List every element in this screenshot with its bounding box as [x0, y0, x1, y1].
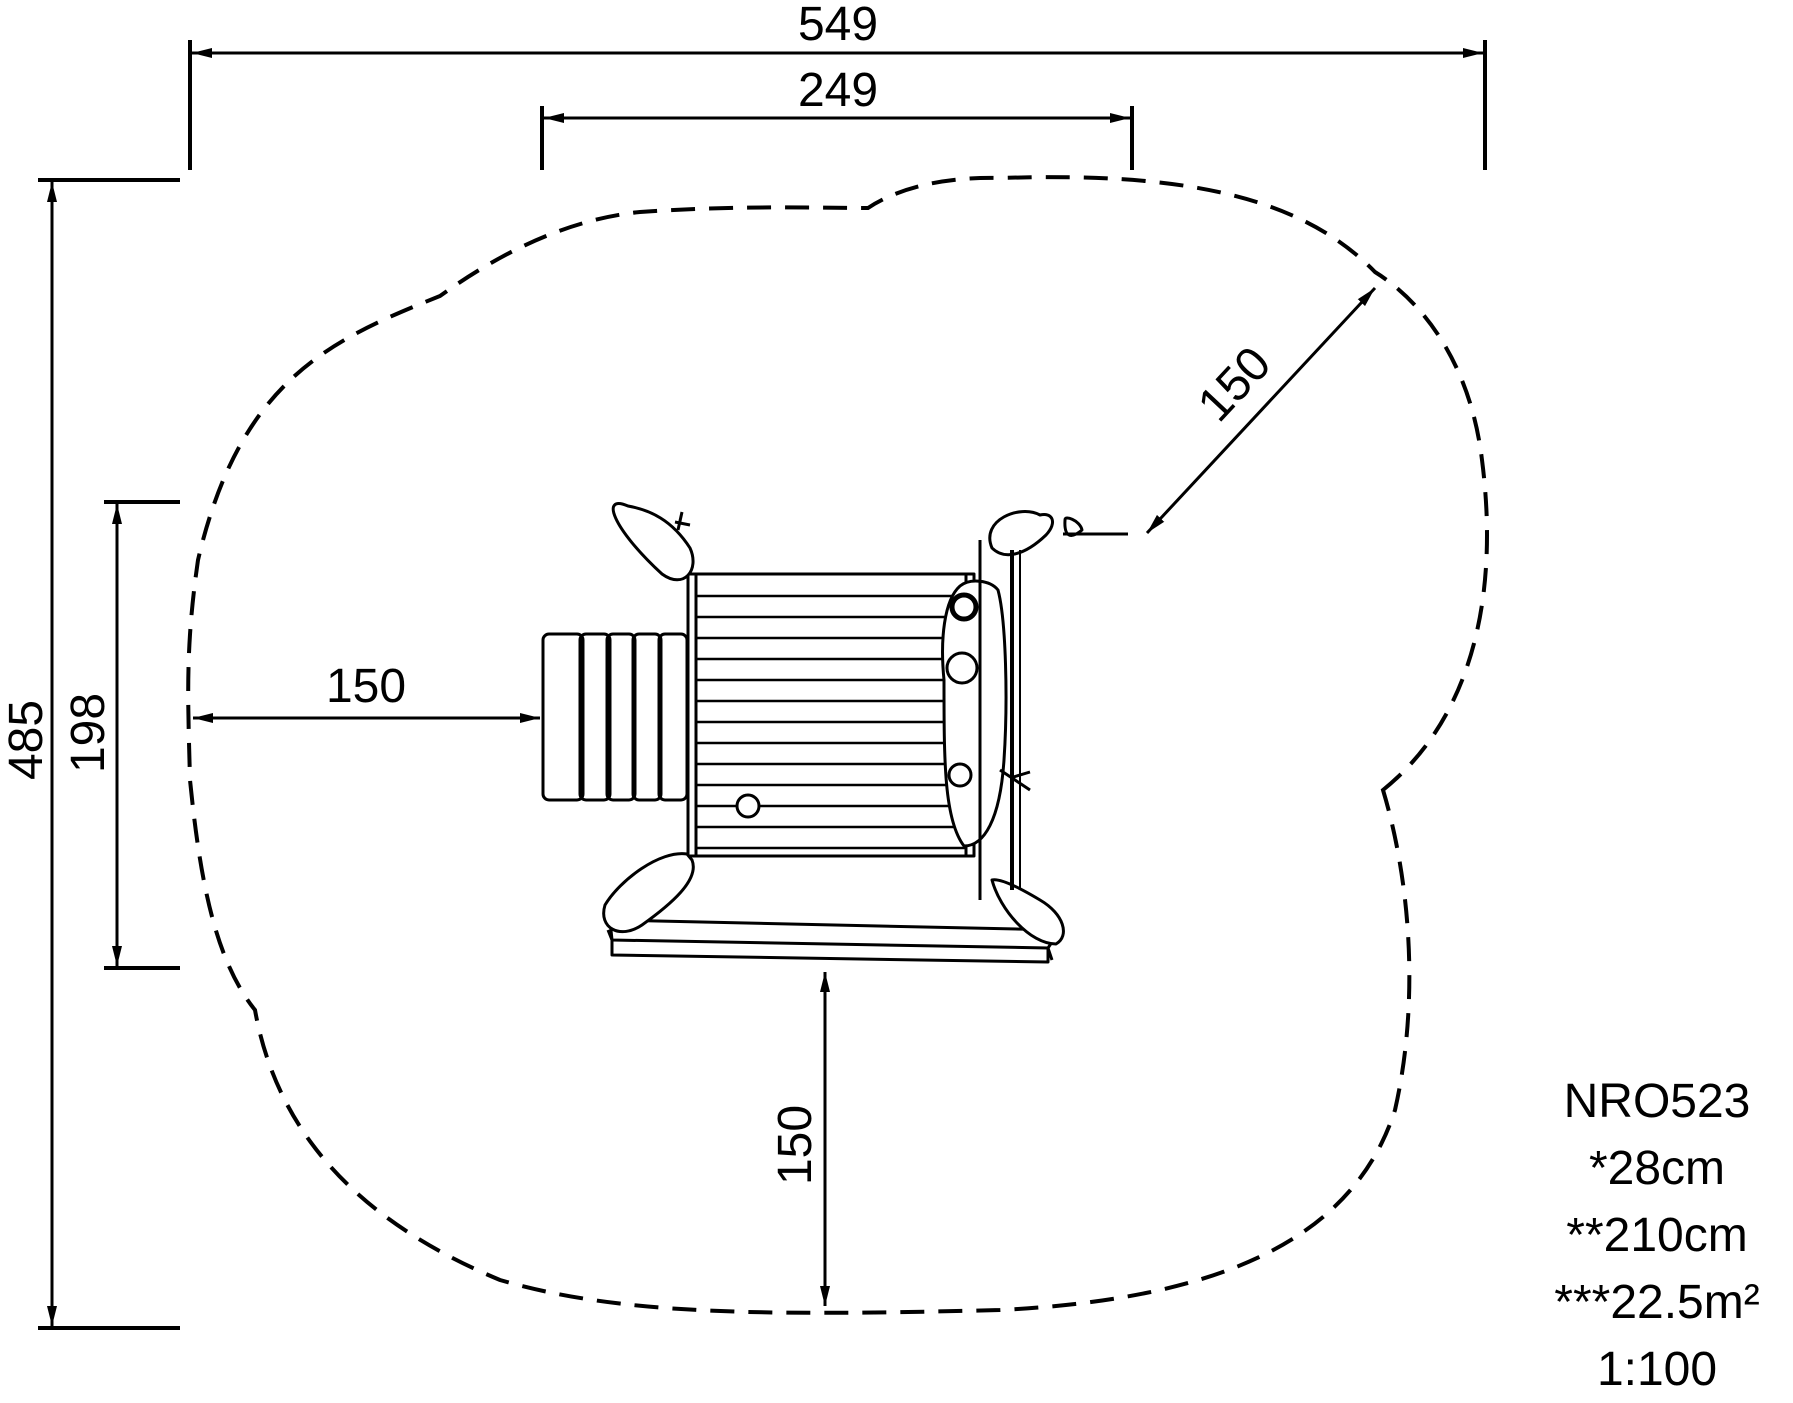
dim-label-equipment-depth: 198: [62, 693, 115, 773]
dim-label-clearance-diagonal: 150: [1188, 337, 1281, 432]
dimension-equipment-depth: 198: [62, 500, 180, 970]
steps: [541, 632, 689, 802]
model-number: NRO523: [1563, 1075, 1751, 1128]
dim-label-inner-width: 249: [798, 64, 878, 117]
safety-area: ***22.5m²: [1554, 1276, 1760, 1329]
dim-label-overall-width: 549: [798, 0, 878, 51]
dimension-overall-width: 549: [188, 0, 1487, 170]
drawing-scale: 1:100: [1596, 1343, 1718, 1396]
deck-frame: [686, 572, 976, 858]
side-panel: [941, 540, 1031, 900]
playground-equipment: [541, 502, 1128, 964]
corner-logs: [602, 502, 1128, 946]
dimension-clearance-bottom: 150: [769, 972, 830, 1306]
dimension-clearance-left: 150: [193, 660, 540, 723]
dimension-overall-depth: 485: [0, 178, 180, 1330]
deck-boards: [696, 594, 966, 850]
free-height: **210cm: [1566, 1209, 1748, 1262]
dimension-inner-width: 249: [540, 64, 1134, 170]
safety-zone-outline: [186, 175, 1489, 1315]
fall-height: *28cm: [1588, 1142, 1726, 1195]
dimension-clearance-diagonal: 150: [1145, 286, 1377, 535]
info-block: NRO523 *28cm **210cm ***22.5m² 1:100: [1527, 1068, 1787, 1403]
dim-label-clearance-left: 150: [326, 660, 406, 713]
base-platform: [608, 918, 1062, 950]
dim-label-clearance-bottom: 150: [769, 1105, 822, 1185]
dim-label-overall-depth: 485: [0, 700, 53, 780]
